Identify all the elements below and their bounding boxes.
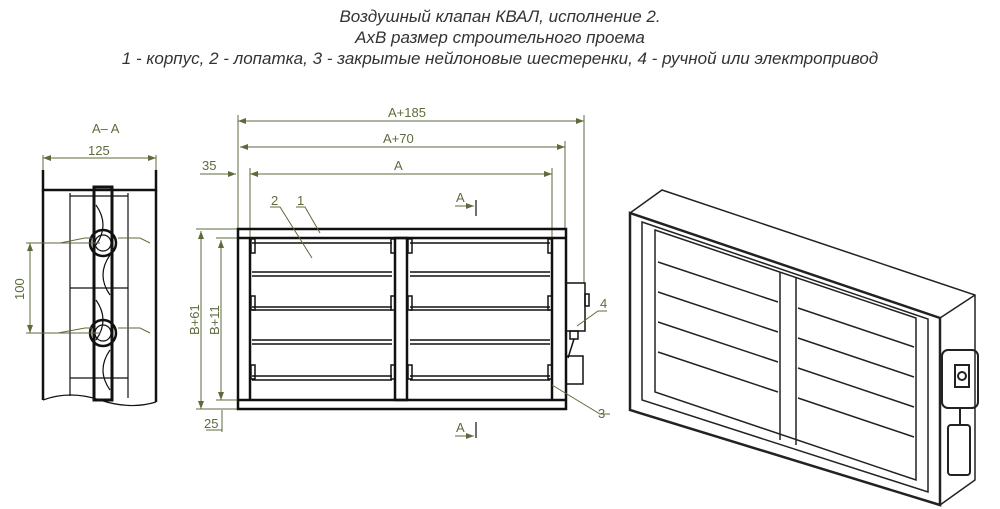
dim-35: 35 [202, 158, 216, 173]
front-view: A+185 A+70 A 35 B+61 B+11 25 A A [187, 105, 610, 439]
callout-2: 2 [271, 193, 278, 208]
dim-a-plus-185: A+185 [388, 105, 426, 120]
title-line-2: АхВ размер строительного проема [355, 28, 645, 47]
section-label: A– A [92, 121, 120, 136]
callout-1: 1 [297, 193, 304, 208]
dim-25: 25 [204, 416, 218, 431]
section-pitch-dim: 100 [12, 278, 27, 300]
title-line-3: 1 - корпус, 2 - лопатка, 3 - закрытые не… [121, 49, 879, 68]
actuator [565, 282, 590, 385]
section-mark-top: A [456, 190, 465, 205]
dim-a: A [394, 158, 403, 173]
dim-b-plus-61: B+61 [187, 304, 202, 335]
dim-a-plus-70: A+70 [383, 131, 414, 146]
section-mark-bottom: A [456, 420, 465, 435]
section-width-dim: 125 [88, 143, 110, 158]
callout-4: 4 [600, 296, 607, 311]
dim-b-plus-11: B+11 [207, 305, 222, 335]
iso-actuator [941, 349, 979, 476]
isometric-view [628, 189, 979, 507]
section-view: A– A 125 100 [12, 121, 158, 407]
title-line-1: Воздушный клапан КВАЛ, исполнение 2. [339, 7, 661, 26]
